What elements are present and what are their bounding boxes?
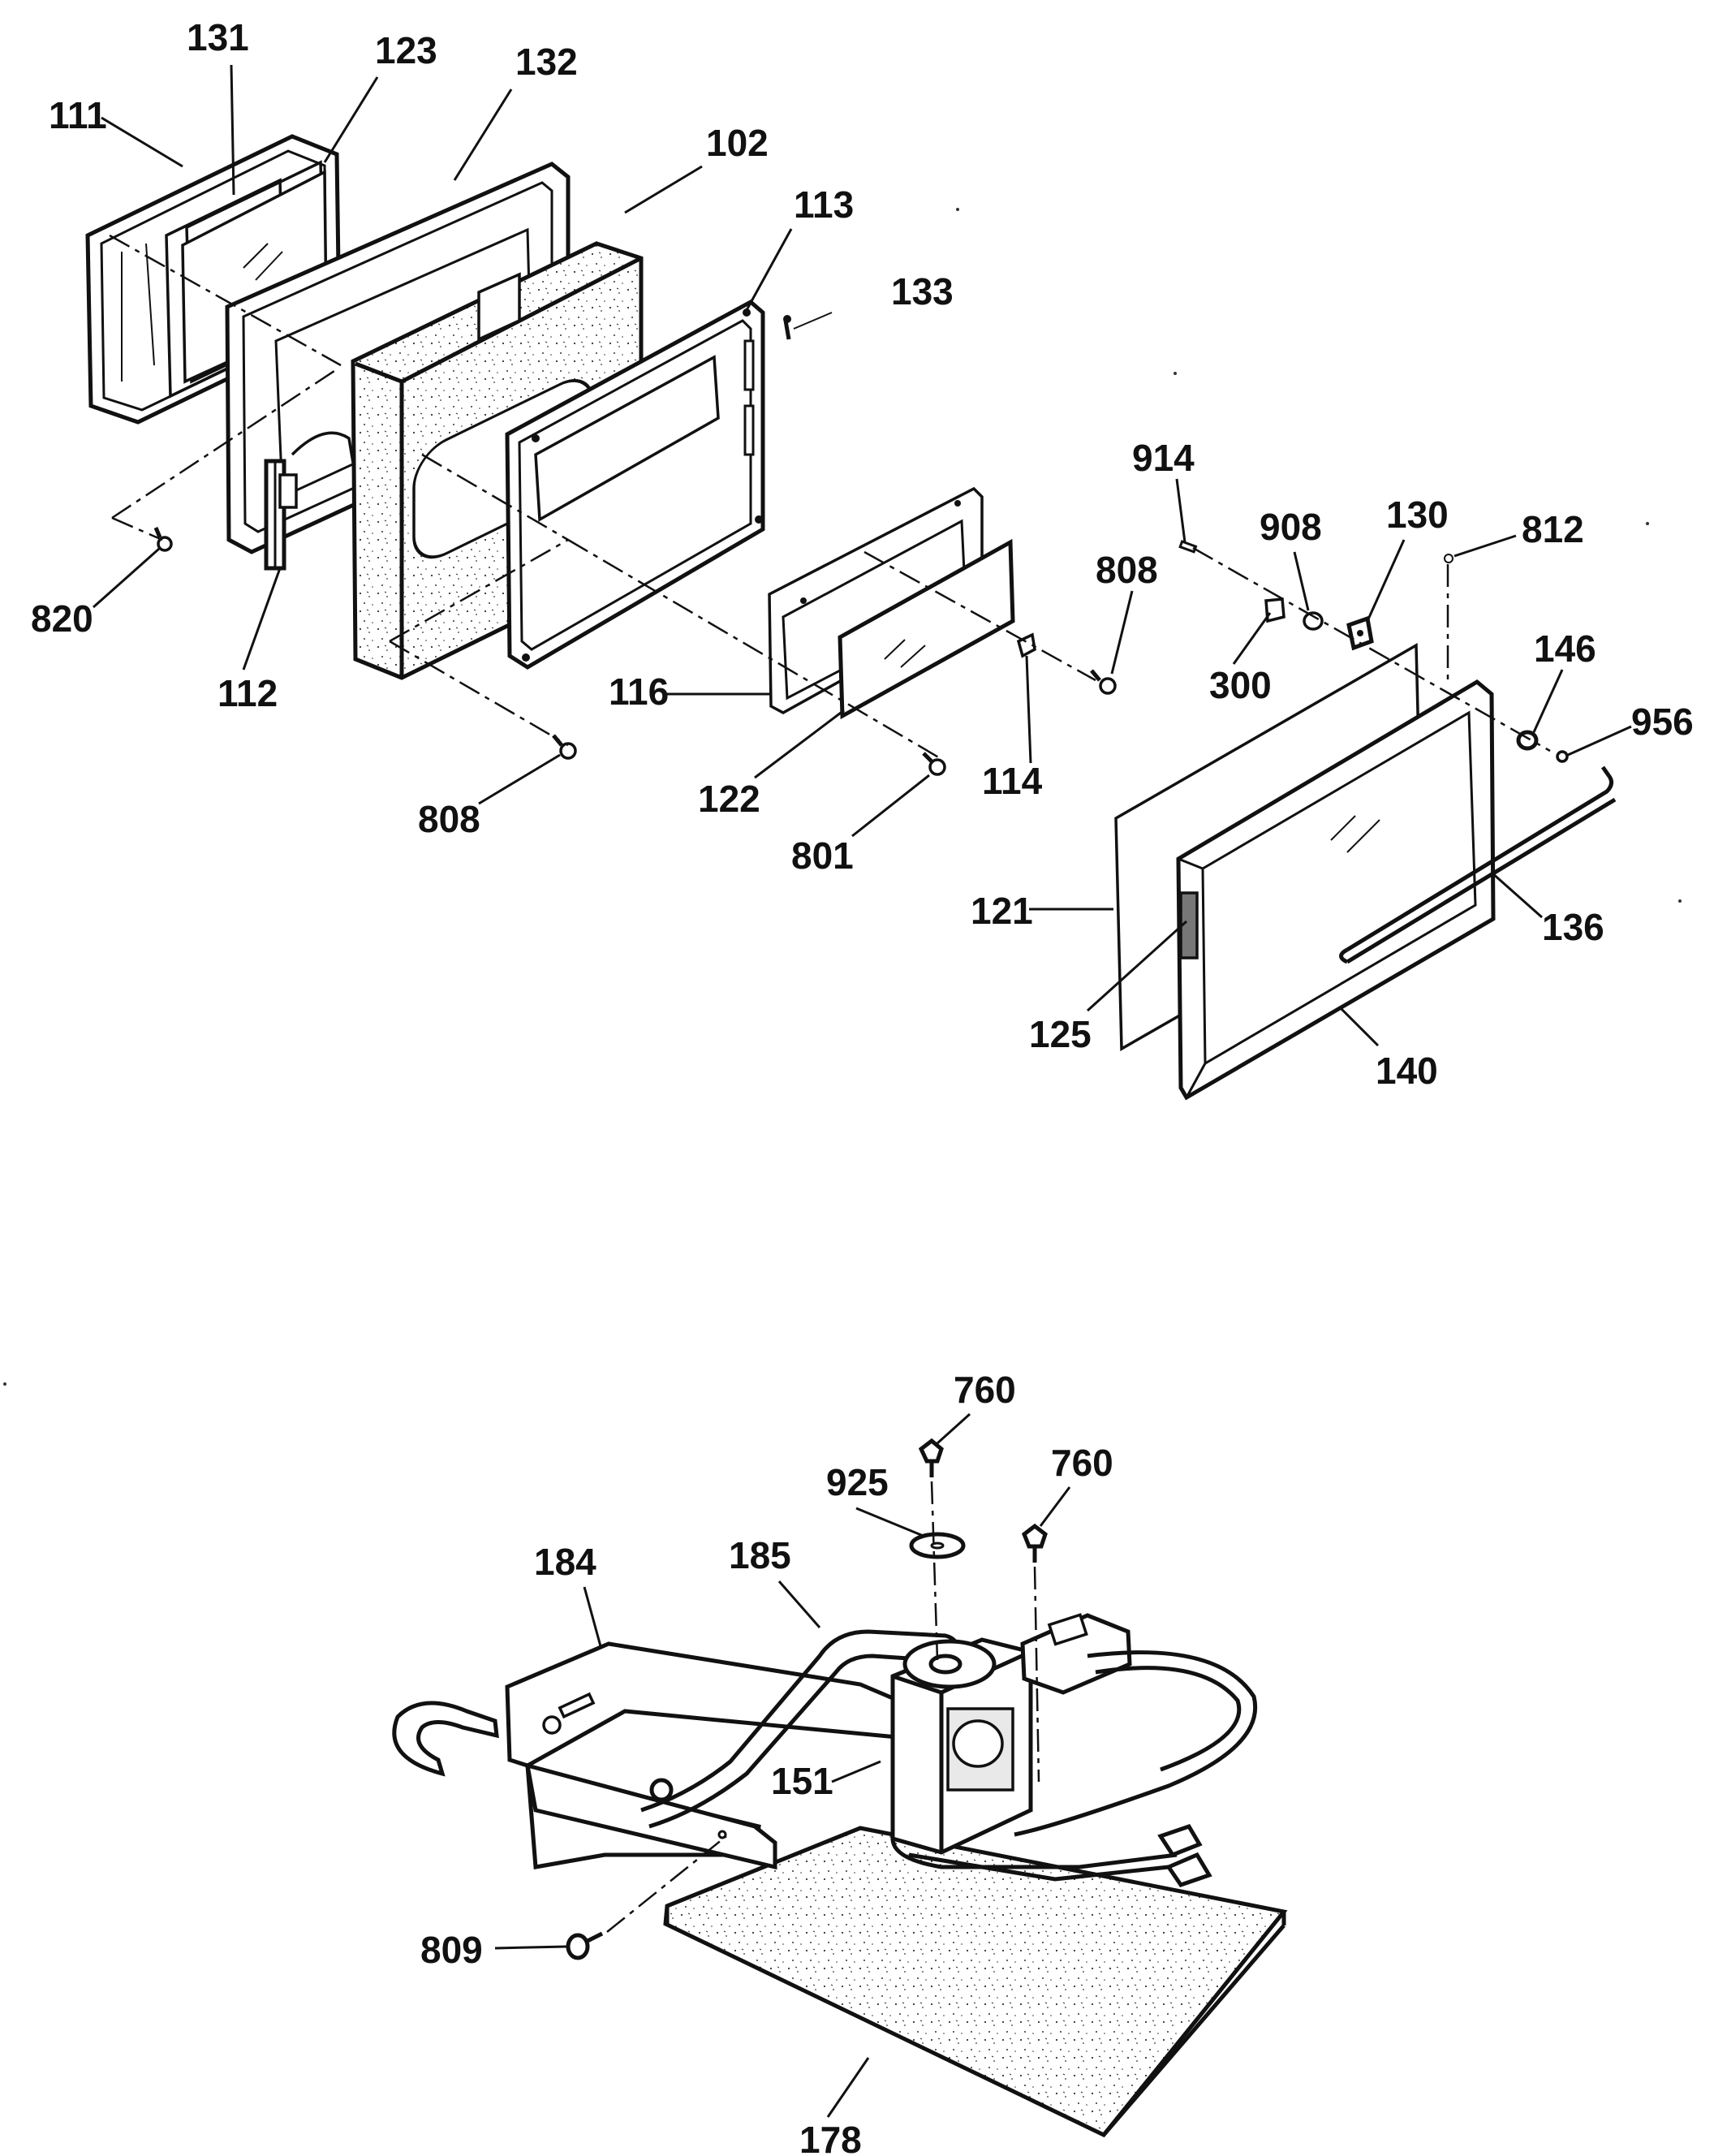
part-122-glass-drawing xyxy=(838,538,1015,720)
part-label-760: 760 xyxy=(1051,1442,1113,1484)
part-labels-bottom: 760 760 925 184 185 151 809 178 xyxy=(420,1369,1113,2156)
part-133-screw-drawing xyxy=(783,312,833,340)
part-760b-screw-drawing xyxy=(1021,1523,1048,1563)
part-label-111: 111 xyxy=(49,94,107,136)
part-label-808: 808 xyxy=(418,798,480,840)
part-label-146: 146 xyxy=(1534,627,1596,670)
leader-lines-top xyxy=(93,64,1632,1047)
part-label-133: 133 xyxy=(891,270,954,313)
part-label-809: 809 xyxy=(420,1929,483,1971)
leader-lines-bottom xyxy=(494,1412,1071,2118)
part-label-125: 125 xyxy=(1029,1013,1092,1055)
part-178-insulation-pad-drawing xyxy=(663,1826,1288,2138)
part-label-113: 113 xyxy=(794,183,854,226)
part-label-102: 102 xyxy=(706,122,769,164)
part-812-screw-drawing xyxy=(1444,554,1453,563)
stray-marks xyxy=(3,208,1682,1386)
part-label-300: 300 xyxy=(1209,664,1272,706)
part-labels-top: 111 131 123 132 102 113 133 820 112 116 808 808 122 1… xyxy=(31,16,1694,1092)
part-label-112: 112 xyxy=(217,672,278,714)
part-140-door-frame-drawing xyxy=(1176,679,1496,1101)
part-label-956: 956 xyxy=(1631,701,1694,743)
part-760a-screw-drawing xyxy=(918,1438,944,1477)
part-808b-screw-drawing xyxy=(552,734,577,760)
part-label-914: 914 xyxy=(1132,437,1195,479)
part-136-handle-drawing xyxy=(1339,765,1617,964)
part-820-screw-drawing xyxy=(153,527,173,552)
part-label-808: 808 xyxy=(1096,549,1158,591)
assembly-guide-lines-top xyxy=(109,234,1551,761)
part-label-131: 131 xyxy=(187,16,249,58)
part-809-screw-drawing xyxy=(566,1931,604,1960)
part-label-121: 121 xyxy=(971,890,1033,932)
part-label-136: 136 xyxy=(1542,906,1604,948)
oven-door-assembly xyxy=(85,64,1632,1101)
part-label-130: 130 xyxy=(1386,494,1449,536)
part-801-screw-drawing xyxy=(922,752,946,776)
part-112-hinge-drawing xyxy=(264,459,298,571)
part-label-132: 132 xyxy=(515,41,578,83)
part-label-184: 184 xyxy=(534,1541,596,1583)
part-label-123: 123 xyxy=(375,29,437,71)
part-label-812: 812 xyxy=(1522,508,1584,550)
part-113-inner-panel-drawing xyxy=(505,299,765,670)
part-label-925: 925 xyxy=(826,1461,889,1503)
part-label-116: 116 xyxy=(609,671,669,713)
part-914-pin-drawing xyxy=(1178,540,1198,554)
part-label-801: 801 xyxy=(791,834,854,877)
assembly-guide-lines-bottom xyxy=(606,1481,1040,1933)
part-label-122: 122 xyxy=(698,778,760,820)
part-956-screw-drawing xyxy=(1556,750,1569,763)
part-151-motor-housing-drawing xyxy=(890,1613,1258,1887)
part-808a-screw-drawing xyxy=(1090,669,1117,695)
part-label-114: 114 xyxy=(982,760,1043,802)
part-label-820: 820 xyxy=(31,597,93,640)
part-908-washer-drawing xyxy=(1303,611,1324,631)
part-925-washer-drawing xyxy=(909,1532,966,1559)
part-label-908: 908 xyxy=(1260,506,1322,548)
part-130-nut-drawing xyxy=(1346,615,1374,651)
part-label-140: 140 xyxy=(1376,1050,1438,1092)
part-label-760: 760 xyxy=(954,1369,1016,1411)
part-184-latch-arm-drawing xyxy=(392,1641,899,1870)
part-label-151: 151 xyxy=(771,1760,833,1802)
door-lock-assembly xyxy=(392,1412,1288,2138)
part-300-bracket-drawing xyxy=(1264,597,1286,623)
part-label-185: 185 xyxy=(729,1534,791,1576)
part-label-178: 178 xyxy=(799,2119,862,2156)
